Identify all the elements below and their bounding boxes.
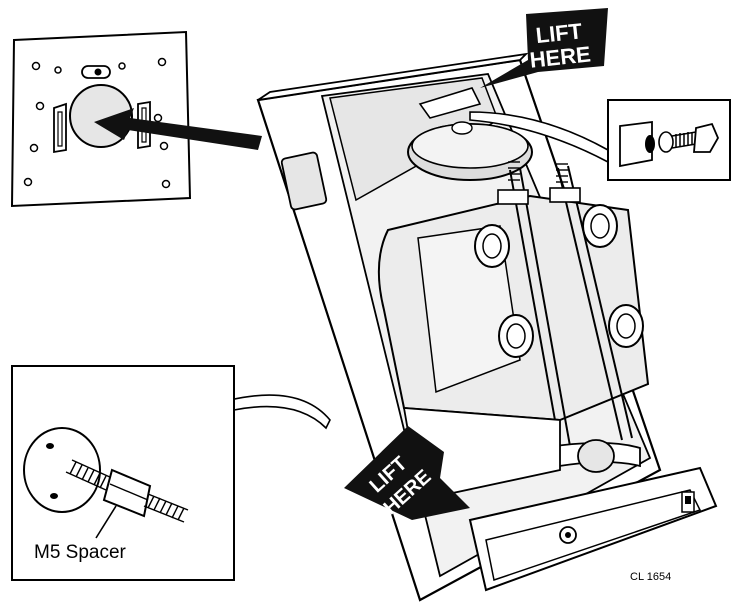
lift-here-top-flag: LIFT HERE [480,8,608,88]
lift-here-bottom-flag: LIFT HERE [344,426,470,520]
heat-exchanger [377,87,650,502]
wall-mounting-plate [10,30,192,208]
spacer-detail-callout: M5 Spacer [11,365,331,581]
spacer-label: M5 Spacer [34,542,127,563]
bolt-detail-callout [469,99,731,181]
mount-arrow [94,108,262,150]
lift-here-top-line2: HERE [529,41,592,72]
lift-here-top-line1: LIFT [534,18,583,48]
figure-code: CL 1654 [630,571,671,583]
